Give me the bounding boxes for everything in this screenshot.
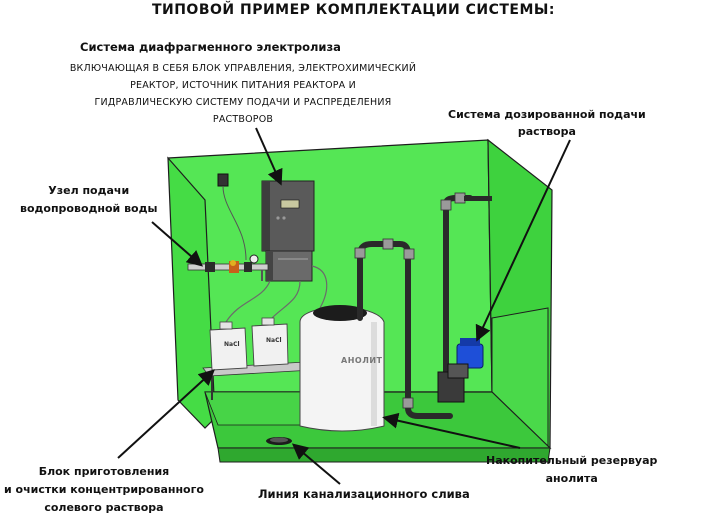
salt-canister-1 bbox=[209, 327, 248, 371]
arrow-electrolysis bbox=[255, 127, 283, 186]
salt-canister-2 bbox=[251, 323, 289, 367]
electrolysis-desc-line: ГИДРАВЛИЧЕСКУЮ СИСТЕМУ ПОДАЧИ И РАСПРЕДЕ… bbox=[94, 97, 392, 108]
anolyte-tank-label: АНОЛИТ bbox=[341, 356, 383, 365]
electrolysis-desc-line: РАСТВОРОВ bbox=[212, 114, 274, 125]
water-inlet-callout-line: водопроводной воды bbox=[20, 202, 158, 215]
reactor-module bbox=[265, 250, 313, 282]
control-unit-display bbox=[280, 199, 300, 209]
anolyte-tank-lid bbox=[313, 305, 367, 321]
reservoir-callout-line: анолита bbox=[545, 472, 598, 485]
arrow-reservoir bbox=[382, 412, 521, 449]
electrolysis-desc-line: ВКЛЮЧАЮЩАЯ В СЕБЯ БЛОК УПРАВЛЕНИЯ, ЭЛЕКТ… bbox=[69, 63, 417, 74]
water-inlet-pipe bbox=[187, 263, 269, 271]
dosing-callout-line: раствора bbox=[517, 125, 576, 138]
reservoir-callout: Накопительный резервуар анолита bbox=[486, 452, 657, 488]
brine-callout-line: Блок приготовления bbox=[38, 465, 170, 478]
enclosure-left-wall bbox=[167, 156, 216, 429]
electrolysis-callout-description: ВКЛЮЧАЮЩАЯ В СЕБЯ БЛОК УПРАВЛЕНИЯ, ЭЛЕКТ… bbox=[28, 60, 458, 128]
brine-callout-line: солевого раствора bbox=[44, 501, 164, 514]
arrow-water-inlet bbox=[151, 221, 204, 267]
brine-callout: Блок приготовления и очистки концентриро… bbox=[4, 463, 204, 517]
arrow-drain bbox=[291, 443, 341, 485]
salt-canister-2-label: NaCl bbox=[266, 337, 282, 344]
drain-callout: Линия канализационного слива bbox=[258, 487, 470, 501]
electrolysis-desc-line: РЕАКТОР, ИСТОЧНИК ПИТАНИЯ РЕАКТОРА И bbox=[130, 80, 356, 91]
pressure-gauge bbox=[249, 254, 259, 264]
reservoir-callout-line: Накопительный резервуар bbox=[486, 454, 658, 467]
page-title: ТИПОВОЙ ПРИМЕР КОМПЛЕКТАЦИИ СИСТЕМЫ: bbox=[151, 2, 556, 18]
water-inlet-callout: Узел подачи водопроводной воды bbox=[20, 182, 157, 218]
control-unit bbox=[261, 180, 315, 252]
dosing-callout: Система дозированной подачи раствора bbox=[448, 106, 646, 140]
brine-callout-line: и очистки концентрированного bbox=[4, 483, 204, 496]
dosing-pump bbox=[437, 338, 484, 403]
electrolysis-callout-title: Система диафрагменного электролиза bbox=[80, 40, 341, 54]
dosing-callout-line: Система дозированной подачи bbox=[448, 108, 646, 121]
arrow-dosing bbox=[475, 139, 571, 342]
salt-canister-1-label: NaCl bbox=[224, 341, 240, 348]
anolyte-tank bbox=[299, 305, 385, 432]
water-inlet-callout-line: Узел подачи bbox=[48, 184, 130, 197]
arrow-brine bbox=[117, 369, 215, 459]
